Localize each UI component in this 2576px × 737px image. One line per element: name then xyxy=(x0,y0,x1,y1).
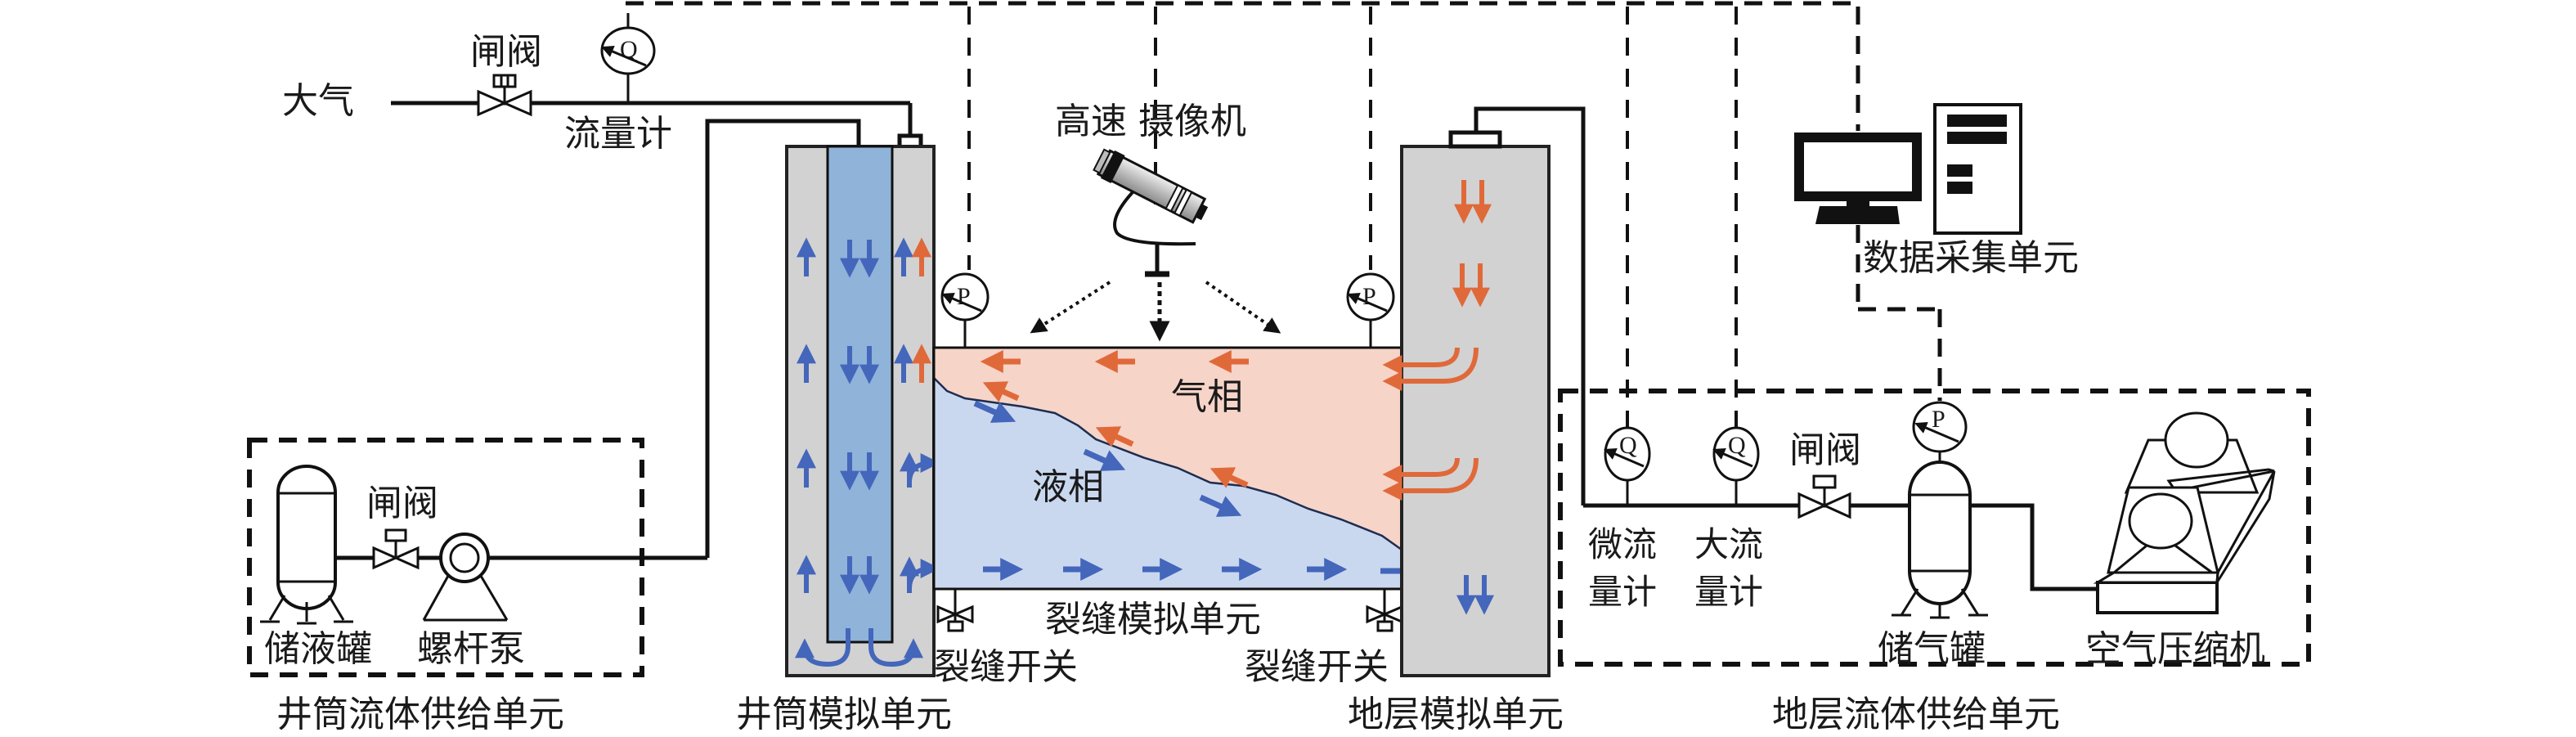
air-compressor-icon xyxy=(2093,411,2276,614)
atmosphere-label: 大气 xyxy=(282,80,354,122)
gas-phase-region xyxy=(934,348,1402,550)
large-flowmeter-icon: Q xyxy=(1712,426,1760,506)
gate-valve-left-label: 闸阀 xyxy=(366,483,438,524)
formation-fluid-supply-unit-label: 地层流体供给单元 xyxy=(1772,694,2060,735)
gas-tank-label: 储气罐 xyxy=(1878,628,1986,670)
svg-text:Q: Q xyxy=(1728,432,1746,459)
liquid-tank-icon xyxy=(260,465,353,625)
flowmeter-q-icon: Q xyxy=(600,13,656,103)
gate-valve-icon[interactable] xyxy=(372,528,420,570)
atmosphere-line: 大气 闸阀 Q 流量计 xyxy=(282,13,923,530)
gas-phase-label: 气相 xyxy=(1171,376,1243,418)
flowmeter-top-label: 流量计 xyxy=(564,113,672,155)
svg-text:P: P xyxy=(1362,283,1376,310)
gas-tank-icon xyxy=(1892,461,1988,619)
data-acquisition-unit: 数据采集单元 xyxy=(1794,103,2079,279)
liquid-down-arrows-formation xyxy=(1456,575,1494,615)
fracture-simulation-unit: 气相 液相 裂缝模拟单元 裂缝开关 裂缝开关 xyxy=(932,346,1450,688)
liquid-down-arrows-tube xyxy=(840,240,879,595)
high-speed-camera-icon: 高速 摄像机 xyxy=(1030,101,1281,342)
mixed-up-arrows-right xyxy=(894,237,940,593)
signal-bus xyxy=(626,1,1942,429)
fracture-switch-right[interactable] xyxy=(1366,589,1403,632)
u-turn-arrows xyxy=(795,628,923,667)
micro-flowmeter-icon: Q xyxy=(1604,426,1651,506)
formation-simulation-unit-label: 地层模拟单元 xyxy=(1348,694,1564,735)
high-speed-camera-label: 高速 摄像机 xyxy=(1055,101,1246,142)
computer-monitor-icon xyxy=(1794,133,1922,224)
data-acquisition-unit-label: 数据采集单元 xyxy=(1863,237,2079,279)
computer-tower-icon xyxy=(1933,103,2022,235)
micro-flowmeter-label-line2: 量计 xyxy=(1588,572,1657,612)
wellbore-simulation-unit xyxy=(785,145,940,677)
fracture-switch-right-label: 裂缝开关 xyxy=(1245,646,1389,688)
liquid-phase-label: 液相 xyxy=(1032,466,1104,508)
gas-flow-arrows xyxy=(980,350,1249,488)
svg-text:Q: Q xyxy=(1619,432,1637,459)
svg-text:P: P xyxy=(957,283,971,310)
gate-valve-top-label: 闸阀 xyxy=(470,31,542,73)
gas-inflow-curved-arrows xyxy=(1382,347,1479,501)
liquid-tank-label: 储液罐 xyxy=(264,628,372,670)
formation-simulation-unit xyxy=(1382,106,1586,677)
wellbore-simulation-unit-label: 井筒模拟单元 xyxy=(736,694,952,735)
pressure-gauge-left: P xyxy=(940,272,990,348)
gate-valve-icon[interactable] xyxy=(1797,474,1851,519)
gate-valve-icon[interactable] xyxy=(477,74,532,117)
fracture-switch-left[interactable] xyxy=(936,589,974,632)
fracture-switch-left-label: 裂缝开关 xyxy=(934,646,1078,688)
large-flowmeter-label-line2: 量计 xyxy=(1694,572,1763,612)
gas-down-arrows xyxy=(1452,180,1492,308)
gate-valve-right-label: 闸阀 xyxy=(1789,429,1861,471)
fracture-simulation-unit-label: 裂缝模拟单元 xyxy=(1045,599,1261,640)
large-flowmeter-label-line1: 大流 xyxy=(1694,524,1763,564)
wellbore-fluid-supply-unit: 储液罐 闸阀 螺杆泵 xyxy=(247,438,710,677)
formation-fluid-supply-unit: Q Q 微流 量计 大流 量计 闸阀 P xyxy=(1558,389,2311,670)
screw-pump-icon xyxy=(422,533,509,622)
svg-text:P: P xyxy=(1932,406,1945,433)
micro-flowmeter-label-line1: 微流 xyxy=(1588,524,1657,564)
gas-tank-pressure-gauge: P xyxy=(1912,401,1968,462)
screw-pump-label: 螺杆泵 xyxy=(417,628,525,670)
camera-view-rays xyxy=(1030,281,1281,342)
pressure-gauge-right: P xyxy=(1346,272,1395,348)
wellbore-fluid-supply-unit-label: 井筒流体供给单元 xyxy=(276,694,564,735)
air-compressor-label: 空气压缩机 xyxy=(2085,628,2265,670)
